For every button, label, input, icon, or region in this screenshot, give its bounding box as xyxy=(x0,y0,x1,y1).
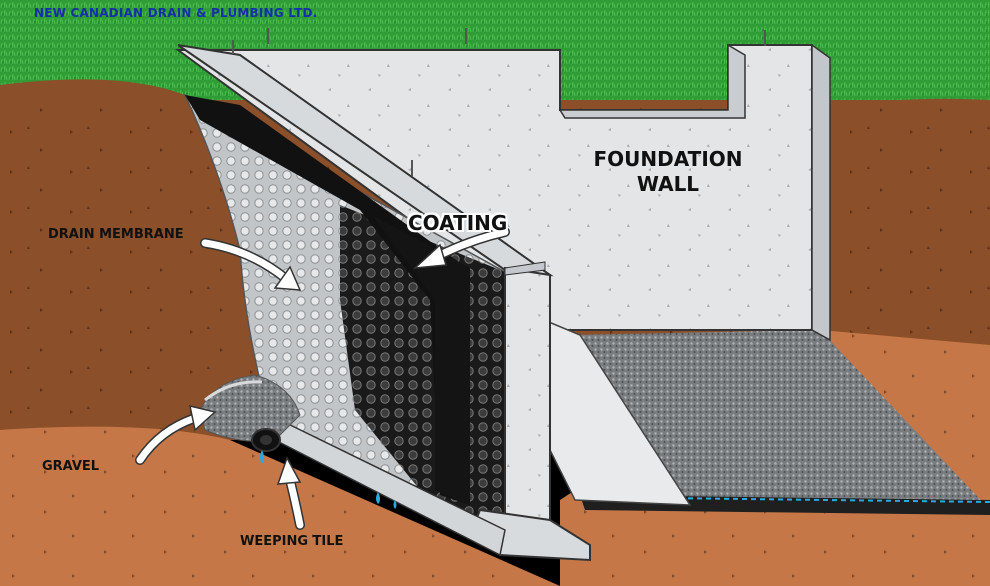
label-weeping-tile: WEEPING TILE xyxy=(240,534,344,549)
water-drop xyxy=(260,450,264,464)
anchor-bolts xyxy=(232,28,766,176)
arrow-gravel xyxy=(135,404,217,465)
label-coating: COATING xyxy=(408,211,508,235)
floor-gravel xyxy=(570,330,990,510)
label-foundation-wall: FOUNDATION WALL xyxy=(578,147,758,197)
wall-cut-face xyxy=(504,266,551,547)
arrow-coating xyxy=(412,227,510,269)
label-gravel: GRAVEL xyxy=(42,459,100,474)
gravel-mound xyxy=(199,374,301,442)
arrow-membrane xyxy=(200,238,302,291)
label-foundation-line1: FOUNDATION xyxy=(593,147,743,171)
label-drain-membrane: DRAIN MEMBRANE xyxy=(48,227,184,242)
soil-lower-left xyxy=(0,426,560,586)
arrow-weeping-tile xyxy=(276,456,305,530)
label-foundation-line2: WALL xyxy=(636,172,700,196)
company-name: NEW CANADIAN DRAIN & PLUMBING LTD. xyxy=(34,6,318,20)
